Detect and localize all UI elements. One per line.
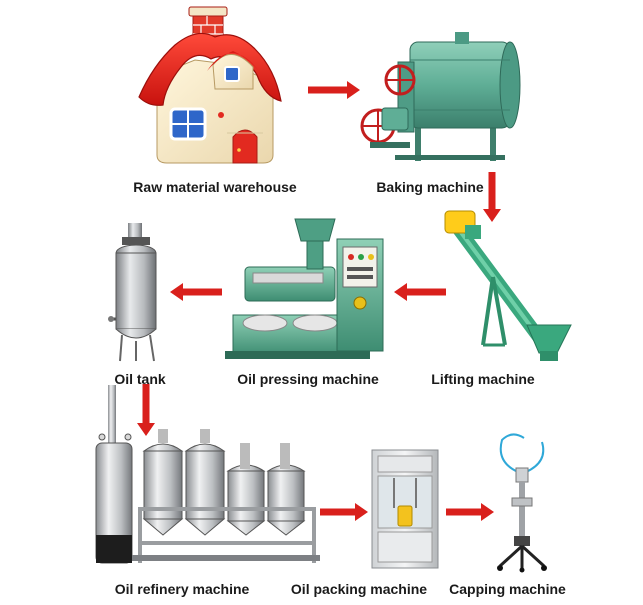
node-label-tank: Oil tank xyxy=(114,371,166,387)
capping-stand-icon xyxy=(492,432,552,573)
screw-conveyor-icon xyxy=(435,205,575,365)
node-label-baking: Baking machine xyxy=(376,179,484,195)
node-label-capping: Capping machine xyxy=(449,581,566,597)
refinery-icon xyxy=(88,385,320,565)
flow-arrow-pressing-to-tank xyxy=(170,283,222,301)
node-label-warehouse: Raw material warehouse xyxy=(133,179,297,195)
node-label-pressing: Oil pressing machine xyxy=(237,371,379,387)
flow-arrow-packing-to-capping xyxy=(446,503,494,521)
house-icon xyxy=(135,5,285,170)
flow-arrow-warehouse-to-baking xyxy=(308,81,360,99)
node-label-packing: Oil packing machine xyxy=(290,581,428,597)
node-label-refinery: Oil refinery machine xyxy=(114,581,250,597)
flow-arrow-refinery-to-packing xyxy=(320,503,368,521)
filter-tank-icon xyxy=(108,223,168,363)
filling-cabinet-icon xyxy=(370,448,440,570)
roaster-icon xyxy=(360,30,525,165)
node-label-lifting: Lifting machine xyxy=(431,371,535,387)
oil-press-icon xyxy=(225,215,390,365)
